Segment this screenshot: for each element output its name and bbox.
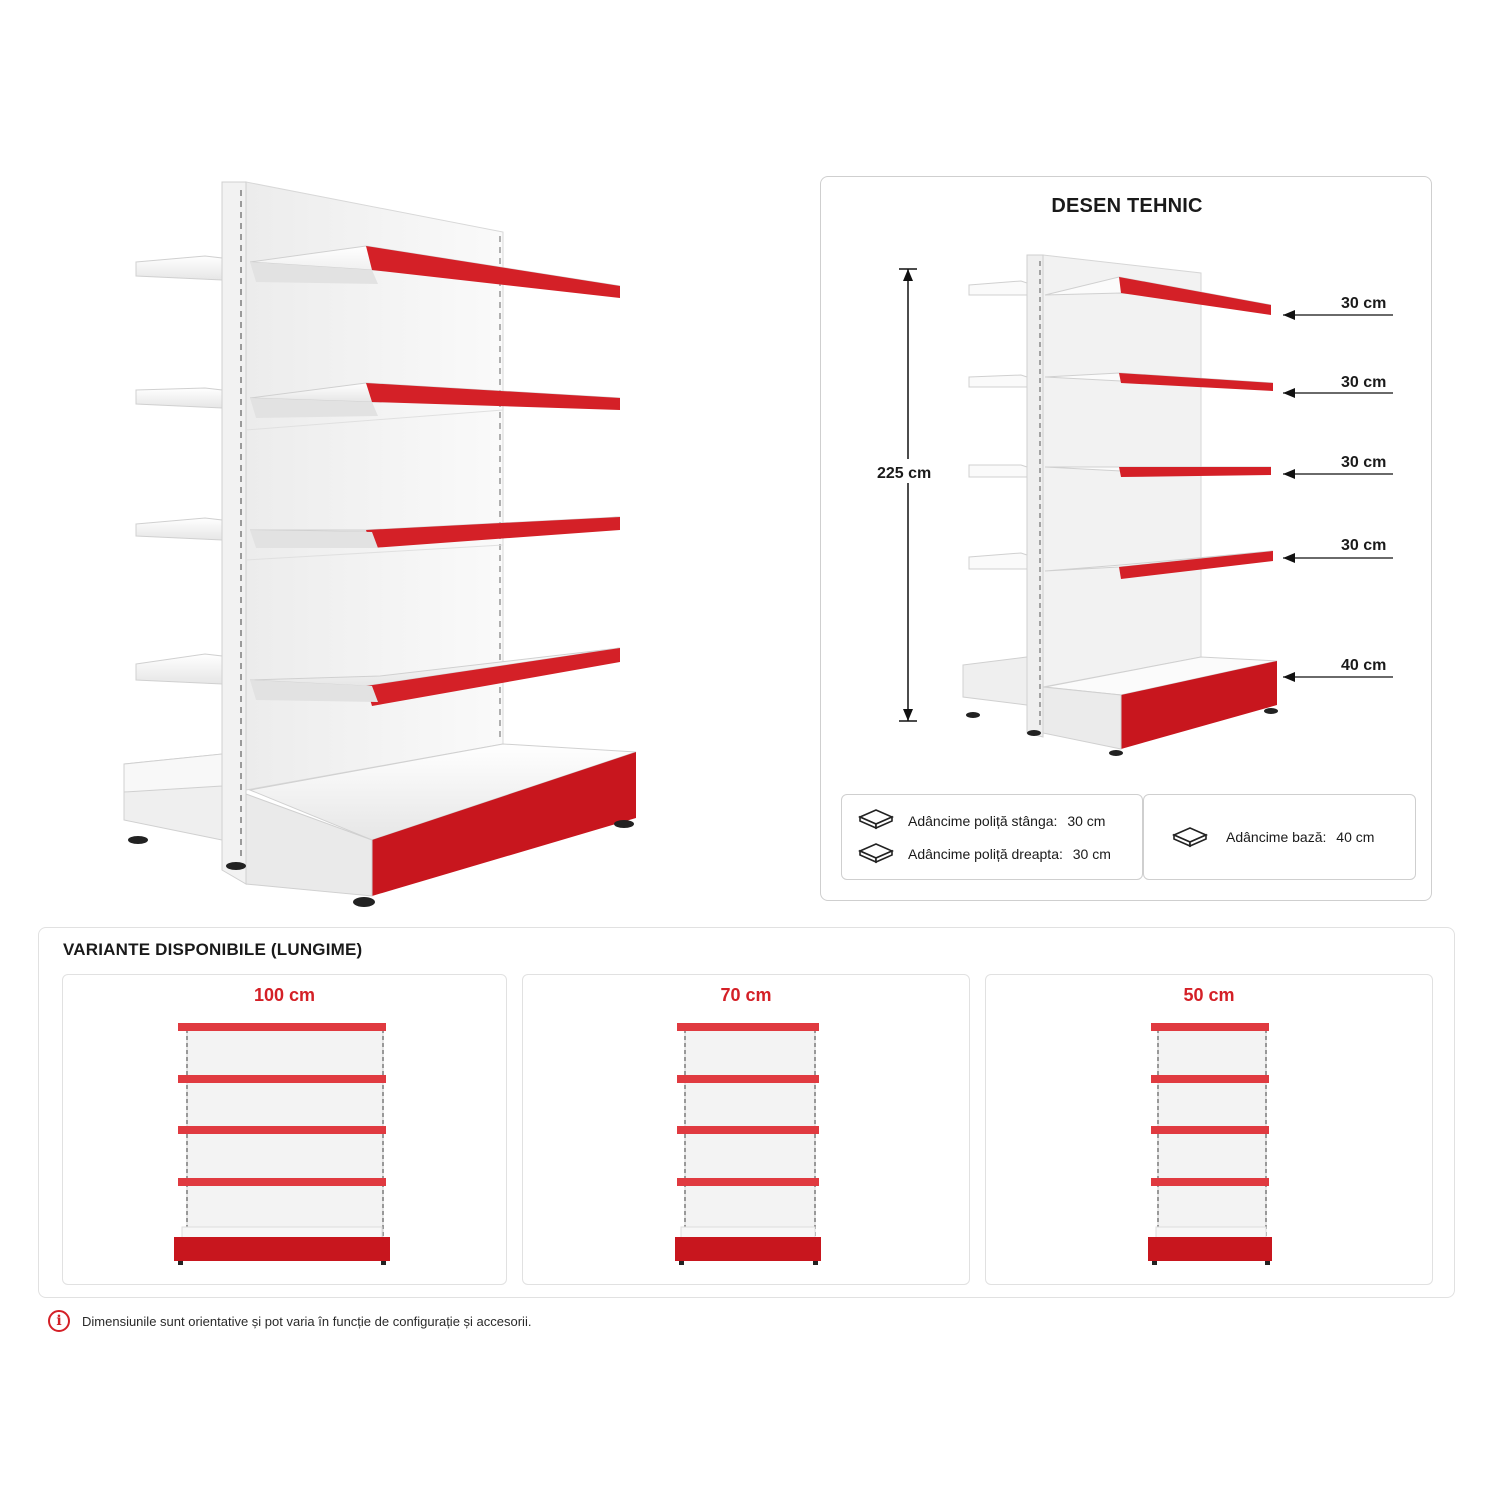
technical-drawing-title: DESEN TEHNIC bbox=[1051, 195, 1203, 217]
shelf-right-4 bbox=[249, 647, 621, 706]
shelf-right-2 bbox=[249, 382, 621, 418]
shelf-depth-icon bbox=[858, 843, 894, 864]
technical-drawing bbox=[871, 254, 1393, 756]
base-spec-value: 40 cm bbox=[1336, 829, 1375, 845]
left-shelf-spec: Adâncime poliță stânga: 30 cm bbox=[908, 813, 1105, 829]
shelf-depth-label-1: 30 cm bbox=[1341, 295, 1387, 312]
shelf-right-1 bbox=[249, 245, 621, 298]
shelf-depth-specs: Adâncime poliță stânga: 30 cm Adâncime p… bbox=[841, 794, 1143, 880]
base-depth-icon bbox=[1172, 827, 1208, 848]
variant-label: 50 cm bbox=[1183, 985, 1235, 1005]
gondola-shelf-illustration bbox=[123, 181, 637, 907]
disclaimer-text: Dimensiunile sunt orientative și pot var… bbox=[82, 1313, 532, 1329]
left-shelf-spec-label: Adâncime poliță stânga: bbox=[908, 813, 1058, 829]
shelf-depth-label-3: 30 cm bbox=[1341, 454, 1387, 471]
variant-shelf-front-100 bbox=[174, 1023, 390, 1265]
info-icon: i bbox=[48, 1310, 70, 1332]
total-height-label: 225 cm bbox=[877, 465, 932, 482]
variant-label: 70 cm bbox=[720, 985, 772, 1005]
depth-arrows bbox=[1283, 310, 1393, 682]
variant-shelf-front-70 bbox=[675, 1023, 821, 1265]
left-shelf-spec-value: 30 cm bbox=[1067, 813, 1106, 829]
base-spec: Adâncime bază: 40 cm bbox=[1226, 829, 1374, 845]
right-shelf-spec-value: 30 cm bbox=[1072, 846, 1111, 862]
shelf-right-3 bbox=[249, 516, 621, 548]
base-spec-label: Adâncime bază: bbox=[1226, 829, 1327, 845]
shelf-depth-icon bbox=[858, 809, 894, 830]
variant-label: 100 cm bbox=[253, 985, 316, 1005]
disclaimer-note: i Dimensiunile sunt orientative și pot v… bbox=[48, 1309, 531, 1333]
variant-card-100[interactable]: 100 cm bbox=[62, 974, 507, 1285]
technical-drawing-panel: DESEN TEHNIC bbox=[820, 176, 1432, 901]
base-plinth bbox=[123, 743, 637, 897]
right-shelf-spec-label: Adâncime poliță dreapta: bbox=[908, 846, 1063, 862]
variant-shelf-front-50 bbox=[1148, 1023, 1272, 1265]
right-shelf-spec: Adâncime poliță dreapta: 30 cm bbox=[908, 846, 1111, 862]
shelf-depth-label-2: 30 cm bbox=[1341, 374, 1387, 391]
base-depth-spec-box: Adâncime bază: 40 cm bbox=[1143, 794, 1416, 880]
variant-card-70[interactable]: 70 cm bbox=[522, 974, 970, 1285]
height-dimension bbox=[871, 268, 945, 722]
variant-card-50[interactable]: 50 cm bbox=[985, 974, 1433, 1285]
variants-panel: VARIANTE DISPONIBILE (LUNGIME) 100 cm 70… bbox=[38, 927, 1455, 1298]
shelf-depth-label-4: 30 cm bbox=[1341, 537, 1387, 554]
base-depth-label: 40 cm bbox=[1341, 657, 1387, 674]
variants-title: VARIANTE DISPONIBILE (LUNGIME) bbox=[63, 940, 363, 959]
